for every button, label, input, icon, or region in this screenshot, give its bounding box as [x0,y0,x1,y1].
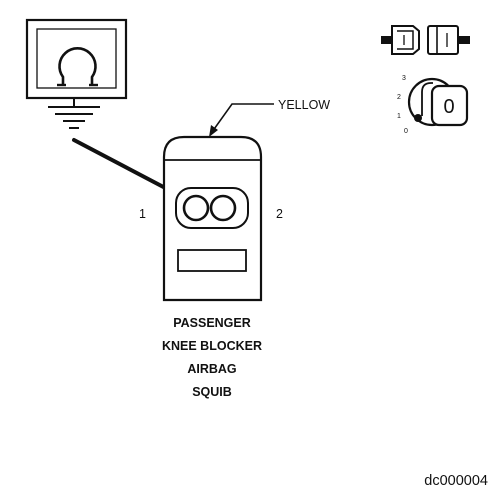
yellow-wire-callout [209,103,274,137]
ground-symbol-icon [48,98,100,129]
ignition-position-label: 0 [404,128,408,135]
pin-2-label: 2 [276,207,283,221]
disconnected-connector-icon [381,25,470,55]
terminal-1 [182,194,210,222]
ohmmeter-icon [25,18,128,100]
caption-line: KNEE BLOCKER [162,339,262,353]
caption-line: SQUIB [192,385,232,399]
ignition-switch-icon: 0 3 2 1 0 [397,75,469,135]
key-position-marker [414,114,422,122]
wire-color-label: YELLOW [278,98,330,112]
component-caption: PASSENGER KNEE BLOCKER AIRBAG SQUIB [162,316,262,399]
ignition-position-label: 1 [397,113,401,120]
ignition-key [430,84,469,127]
key-position-label: 0 [443,96,454,118]
omega-symbol [58,47,97,84]
connector-latch [177,249,247,272]
caption-line: AIRBAG [187,362,236,376]
terminal-2 [209,194,237,222]
squib-connector [162,135,263,302]
ignition-position-label: 3 [402,75,406,82]
pin-1-label: 1 [139,207,146,221]
ignition-position-label: 2 [397,94,401,101]
figure-id: dc000004 [424,473,488,489]
caption-line: PASSENGER [173,316,251,330]
